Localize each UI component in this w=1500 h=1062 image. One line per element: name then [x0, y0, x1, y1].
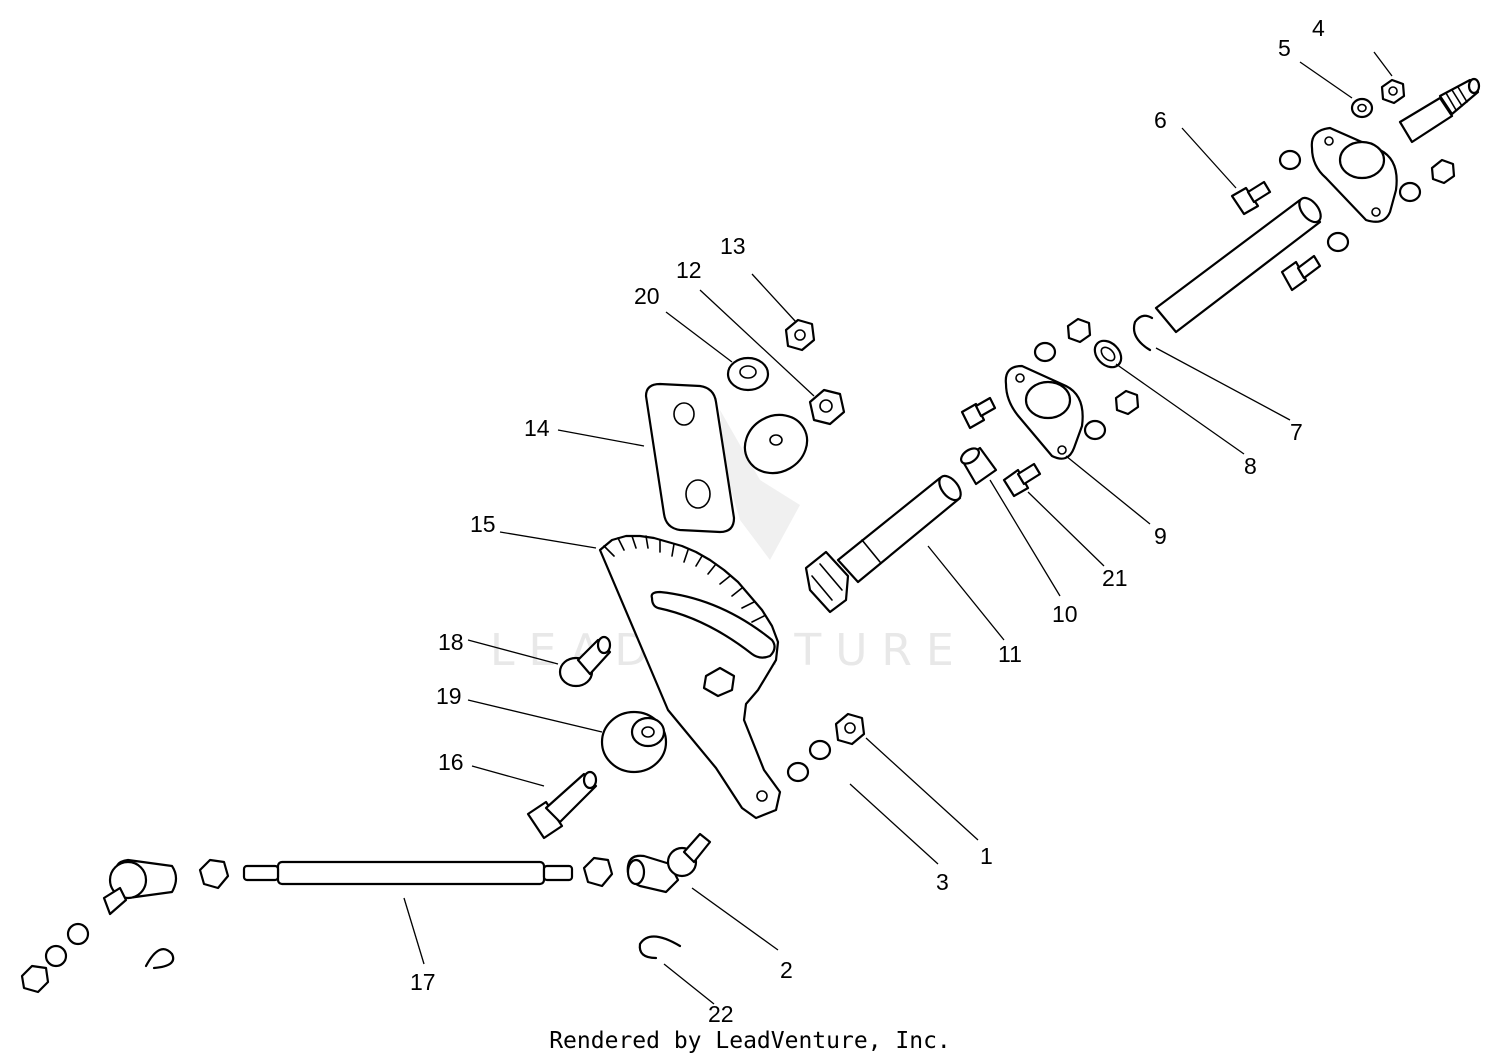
- part-14-plate: [644, 382, 736, 534]
- left-ball-joint: [102, 858, 178, 916]
- flange-bolt-lower: [1280, 254, 1322, 292]
- nut-upper-right: [1430, 158, 1456, 185]
- nut-middle-top: [1066, 317, 1092, 344]
- part-2-ball-joint: [626, 832, 712, 894]
- washer-upper-right: [1398, 181, 1422, 203]
- washer-middle-top: [1033, 341, 1057, 363]
- part-8-bushing: [1093, 339, 1123, 369]
- callout-15: 15: [470, 511, 496, 537]
- part-9-flange-bearing: [1004, 364, 1084, 460]
- callout-4: 4: [1312, 15, 1325, 41]
- part-17-tie-rod: [242, 860, 574, 886]
- callout-13: 13: [720, 233, 746, 259]
- left-washer-b: [44, 944, 68, 968]
- callout-1: 1: [980, 843, 993, 869]
- part-15-sector-gear: [598, 534, 782, 820]
- callout-20: 20: [634, 283, 660, 309]
- upper-steering-shaft: [1154, 196, 1322, 334]
- callout-18: 18: [438, 629, 464, 655]
- part-13-nut: [784, 318, 816, 352]
- callout-14: 14: [524, 415, 550, 441]
- flange-bolt-upper: [960, 396, 997, 430]
- callout-3: 3: [936, 869, 949, 895]
- part-7-e-clip: [1132, 314, 1154, 352]
- callout-17: 17: [410, 969, 436, 995]
- part-3-washer-b: [786, 761, 810, 783]
- part-4-nut: [1380, 78, 1406, 105]
- callout-7: 7: [1290, 419, 1303, 445]
- part-18-shoulder-bolt: [558, 635, 612, 688]
- part-12-nut: [808, 388, 846, 426]
- left-nut: [20, 964, 50, 994]
- callout-5: 5: [1278, 35, 1291, 61]
- threaded-stud: [1398, 77, 1481, 144]
- left-cotter-clip: [144, 948, 175, 970]
- leader-lines: [403, 51, 1393, 1005]
- callout-11: 11: [998, 641, 1022, 667]
- part-20-spacer: [726, 356, 770, 392]
- upper-flange-bearing: [1310, 126, 1398, 223]
- tie-rod-jam-nut-left: [198, 858, 230, 890]
- tie-rod-jam-nut-right: [582, 856, 614, 888]
- callout-21: 21: [1102, 565, 1128, 591]
- callout-22: 22: [708, 1001, 734, 1027]
- part-19-spacer: [600, 710, 668, 774]
- part-16-bolt: [526, 770, 598, 840]
- part-22-clip: [638, 935, 682, 960]
- callout-16: 16: [438, 749, 464, 775]
- part-21-bolt: [1002, 462, 1042, 498]
- callout-12: 12: [676, 257, 702, 283]
- part-11-pinion-shaft: [804, 474, 962, 614]
- callout-8: 8: [1244, 453, 1257, 479]
- callout-2: 2: [780, 957, 793, 983]
- callouts: 4 5 6 7 8 9 10 21 11 13 12 20 14 15 18 1…: [410, 15, 1325, 1027]
- large-washer: [743, 413, 809, 475]
- part-1-nut: [834, 712, 866, 746]
- washer-lower-flange: [1326, 231, 1350, 253]
- washer-upper-left: [1278, 149, 1302, 171]
- callout-6: 6: [1154, 107, 1167, 133]
- part-5-washer: [1350, 97, 1374, 119]
- left-washer-a: [66, 922, 90, 946]
- part-6-bolt: [1230, 180, 1272, 216]
- callout-9: 9: [1154, 523, 1167, 549]
- washer-middle-right: [1083, 419, 1107, 441]
- nut-middle-right: [1114, 389, 1140, 416]
- callout-19: 19: [436, 683, 462, 709]
- part-3-washer-a: [808, 739, 832, 761]
- callout-10: 10: [1052, 601, 1078, 627]
- footer-credit: Rendered by LeadVenture, Inc.: [549, 1028, 951, 1054]
- part-10-bushing: [960, 446, 998, 486]
